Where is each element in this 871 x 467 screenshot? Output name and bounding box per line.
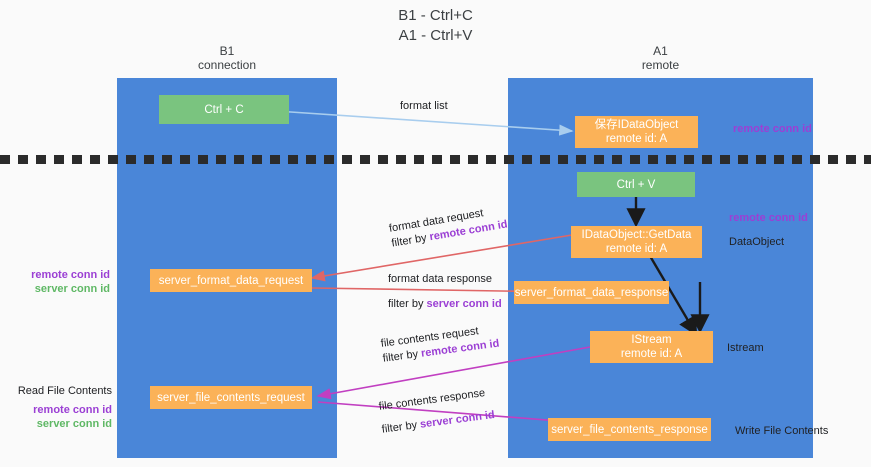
node-save-idataobject-label: 保存IDataObject <box>594 119 679 131</box>
node-save-idataobject[interactable]: 保存IDataObject remote id: A <box>575 116 698 148</box>
node-idataobject-getdata-label: IDataObject::GetData <box>581 229 692 241</box>
node-istream-label: IStream <box>631 334 672 346</box>
edge-label-format-list-text: format list <box>400 100 448 112</box>
annotation-left-bottom: Read File Contents remote conn id server… <box>0 384 112 431</box>
edge-label-format-data-response-filter: filter by server conn id <box>388 297 502 312</box>
node-server-format-data-request-label: server_format_data_request <box>158 274 304 287</box>
edge-label-format-list: format list <box>400 99 448 114</box>
node-ctrl-v[interactable]: Ctrl + V <box>577 172 695 197</box>
annotation-read-file-contents: Read File Contents <box>17 385 112 397</box>
node-server-format-data-request[interactable]: server_format_data_request <box>150 269 312 292</box>
edge-label-format-data-response-text: format data response <box>388 273 492 285</box>
annotation-dataobject: DataObject <box>729 236 785 248</box>
filter-key-server-conn-id: server conn id <box>419 408 496 431</box>
diagram-title-line-1: B1 - Ctrl+C <box>398 7 473 24</box>
column-header-b1: B1 connection <box>117 44 337 72</box>
node-save-idataobject-sub: remote id: A <box>605 133 668 145</box>
node-server-format-data-response[interactable]: server_format_data_response <box>514 281 669 304</box>
node-idataobject-getdata-sub: remote id: A <box>605 243 668 255</box>
column-header-a1-name: A1 <box>653 44 668 58</box>
node-server-format-data-response-label: server_format_data_response <box>514 286 669 299</box>
filter-prefix: filter by <box>381 418 421 436</box>
node-server-file-contents-response[interactable]: server_file_contents_response <box>548 418 711 441</box>
annotation-left-mid-remote: remote conn id <box>31 269 110 281</box>
column-header-a1: A1 remote <box>508 44 813 72</box>
edge-label-file-contents-response: file contents response filter by server … <box>378 385 496 438</box>
annotation-left-bottom-server: server conn id <box>36 418 112 430</box>
node-istream-sub: remote id: A <box>620 348 683 360</box>
diagram-title-line-2: A1 - Ctrl+V <box>398 27 473 44</box>
diagram-title: B1 - Ctrl+C A1 - Ctrl+V <box>0 6 871 46</box>
node-server-file-contents-request-label: server_file_contents_request <box>157 391 305 404</box>
filter-prefix: filter by <box>382 347 422 365</box>
edge-label-format-data-response: format data response filter by server co… <box>388 272 502 312</box>
annotation-left-bottom-remote: remote conn id <box>33 404 112 416</box>
node-server-file-contents-response-label: server_file_contents_response <box>551 423 708 436</box>
node-istream[interactable]: IStream remote id: A <box>590 331 713 363</box>
column-header-a1-role: remote <box>641 58 680 72</box>
node-ctrl-v-label: Ctrl + V <box>616 178 656 191</box>
edge-label-format-data-request: format data request filter by remote con… <box>388 203 509 252</box>
column-header-b1-role: connection <box>197 58 257 72</box>
annotation-write-file-contents: Write File Contents <box>735 425 829 437</box>
phase-divider <box>0 155 871 164</box>
node-ctrl-c-label: Ctrl + C <box>204 103 244 116</box>
edge-label-file-contents-request: file contents request filter by remote c… <box>380 322 500 367</box>
annotation-left-mid: remote conn id server conn id <box>0 268 110 296</box>
annotation-istream: Istream <box>727 342 764 354</box>
annotation-right-top: remote conn id <box>733 122 812 136</box>
annotation-right-write: Write File Contents <box>735 424 828 438</box>
node-idataobject-getdata[interactable]: IDataObject::GetData remote id: A <box>571 226 702 258</box>
annotation-right-second: remote conn id DataObject <box>729 211 808 249</box>
column-header-b1-name: B1 <box>219 44 235 58</box>
annotation-left-mid-server: server conn id <box>34 283 110 295</box>
annotation-right-second-remote: remote conn id <box>729 212 808 224</box>
annotation-right-top-remote: remote conn id <box>733 123 812 135</box>
filter-prefix: filter by <box>388 298 427 310</box>
annotation-right-istream: Istream <box>727 341 764 355</box>
filter-key-server-conn-id: server conn id <box>426 298 502 310</box>
node-ctrl-c[interactable]: Ctrl + C <box>159 95 289 124</box>
node-server-file-contents-request[interactable]: server_file_contents_request <box>150 386 312 409</box>
